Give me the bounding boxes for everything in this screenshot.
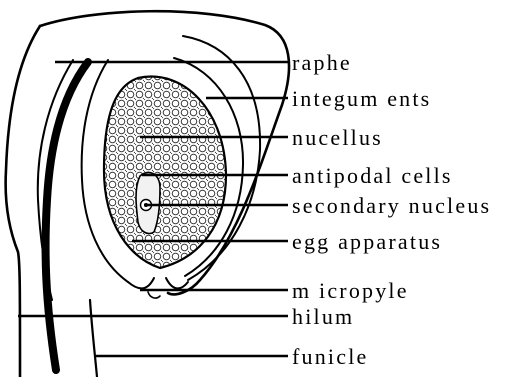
label-secondary-nucleus: secondary nucleus (292, 193, 491, 218)
nucellus-tissue (100, 60, 230, 275)
label-micropyle: m icropyle (292, 278, 409, 303)
raphe-strand (46, 62, 88, 370)
label-hilum: hilum (292, 304, 354, 329)
label-integuments: integum ents (292, 86, 431, 111)
embryo-sac (136, 172, 160, 233)
label-egg-apparatus: egg apparatus (292, 229, 442, 254)
label-nucellus: nucellus (292, 125, 383, 150)
label-funicle: funicle (292, 344, 368, 369)
label-antipodal-cells: antipodal cells (292, 163, 453, 188)
label-raphe: raphe (292, 50, 352, 75)
labels: raphe integum ents nucellus antipodal ce… (292, 50, 491, 369)
